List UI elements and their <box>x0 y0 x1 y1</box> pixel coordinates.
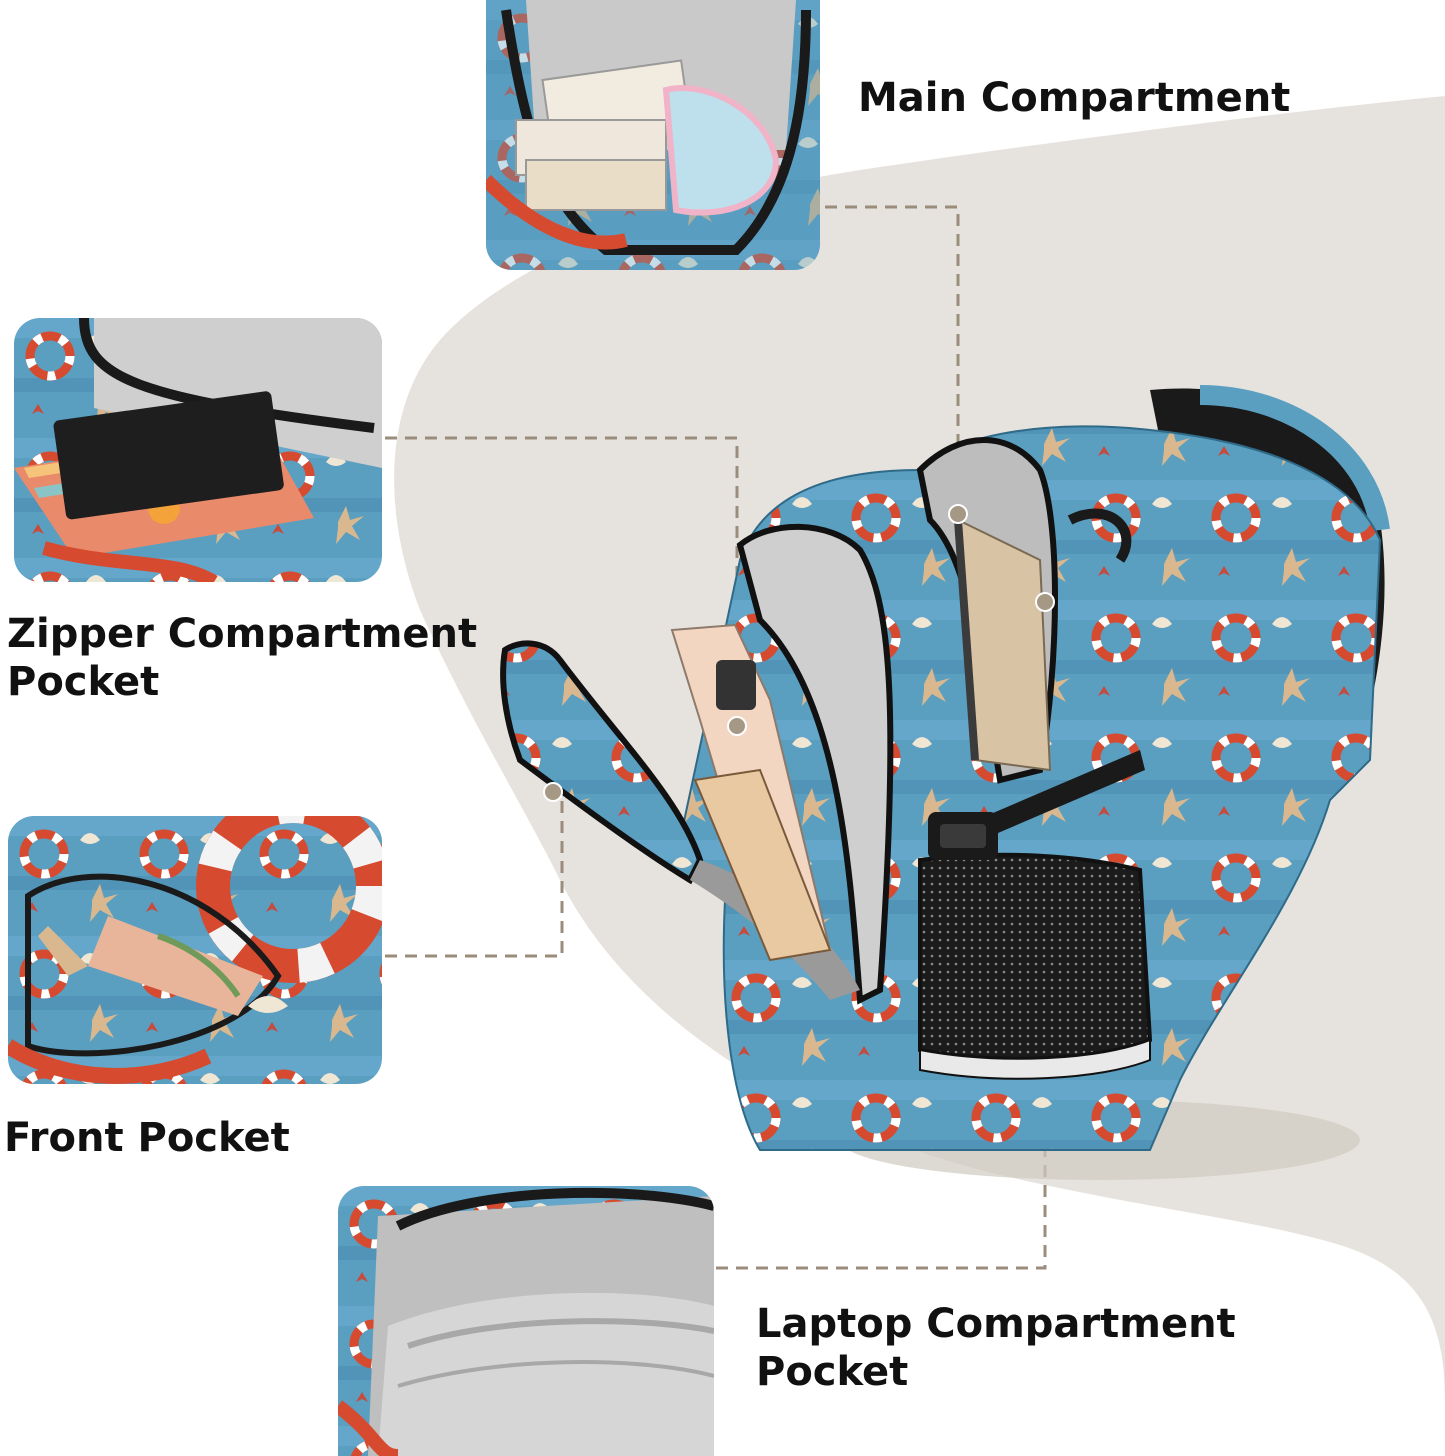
laptop-compartment-label: Laptop Compartment Pocket <box>756 1301 1236 1395</box>
laptop-compartment-detail-photo <box>338 1186 714 1456</box>
main-compartment-label: Main Compartment <box>858 75 1291 121</box>
front-pocket-label: Front Pocket <box>4 1115 290 1161</box>
zipper-compartment-detail-photo <box>14 318 382 582</box>
callout-dots <box>543 504 1055 802</box>
main-compartment-detail-photo <box>486 0 820 270</box>
front-pocket-detail-photo <box>8 816 382 1084</box>
zipper-compartment-label: Zipper Compartment Pocket <box>7 611 478 705</box>
